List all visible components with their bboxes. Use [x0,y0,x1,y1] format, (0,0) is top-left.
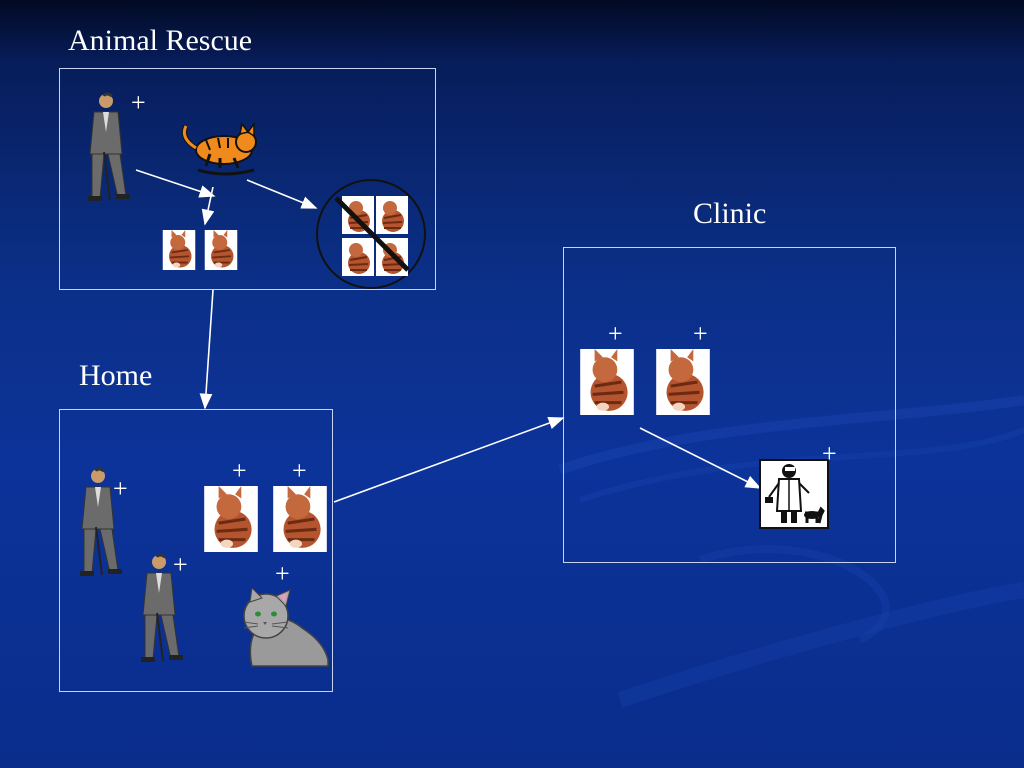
arrow-person-to-kittens [135,169,216,198]
plus-sign: + [693,319,708,348]
group-title-rescue: Animal Rescue [68,24,253,57]
person-icon [80,467,122,576]
plus-sign: + [275,559,290,588]
home-box [59,409,333,692]
tabby-cat-icon [204,486,258,552]
plus-sign: + [608,319,623,348]
plus-sign: + [822,439,837,468]
arrow-mother-to-blocked [246,179,318,209]
clinic-box [563,247,896,563]
tabby-cat-icon [580,349,634,415]
person-icon [141,553,183,662]
group-title-clinic: Clinic [693,197,767,230]
tabby-cat-icon [656,349,710,415]
arrow-mother-to-kittens [201,186,215,226]
orange-cat-icon [181,121,257,176]
plus-sign: + [232,456,247,485]
arrow-rescue-to-home [199,289,214,410]
veterinarian-icon [759,459,829,529]
rescue-box [59,68,436,290]
gray-cat-icon [243,588,329,667]
tabby-cat-icon [162,230,196,270]
plus-sign: + [113,474,128,503]
arrow-home-to-clinic [333,416,565,503]
tabby-cat-icon [273,486,327,552]
person-icon [88,92,130,201]
tabby-cat-icon [204,230,238,270]
plus-sign: + [292,456,307,485]
plus-sign: + [131,88,146,117]
group-title-home: Home [79,359,153,392]
plus-sign: + [173,550,188,579]
arrow-cats-to-vet [639,427,762,489]
prohibited-icon [316,179,426,289]
